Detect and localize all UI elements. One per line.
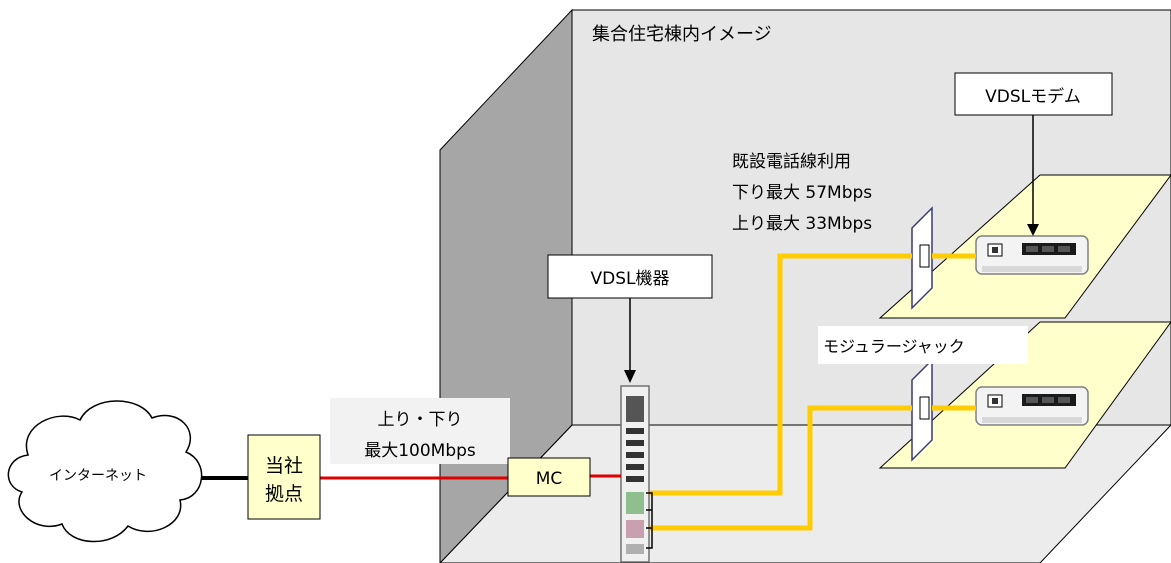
modular-jack-port-upper	[919, 244, 930, 268]
existing-line-text-1: 既設電話線利用	[732, 152, 851, 172]
vdsl-equipment-unit	[620, 385, 650, 563]
vdsl-modem-lower	[975, 386, 1089, 426]
vdsl-port-bracket	[646, 492, 653, 549]
phone-cable-lower	[650, 405, 912, 531]
modular-jack-label: モジュラージャック	[823, 337, 965, 356]
existing-line-text-2: 下り最大 57Mbps	[732, 183, 872, 203]
mc-box	[507, 457, 591, 497]
vdsl-modem-label: VDSLモデム	[985, 86, 1081, 107]
base-label-1: 当社	[265, 455, 303, 477]
vdsl-equipment-arrowhead	[624, 370, 636, 383]
existing-line-text-3: 上り最大 33Mbps	[732, 214, 872, 234]
vdsl-modem-upper	[975, 235, 1089, 275]
vdsl-equipment-label: VDSL機器	[591, 269, 670, 289]
uplink-label-2: 最大100Mbps	[364, 441, 476, 461]
uplink-label-1: 上り・下り	[378, 410, 463, 430]
modular-jack-label-bg	[818, 326, 1028, 364]
internet-label: インターネット	[49, 468, 147, 484]
vdsl-modem-arrowhead	[1027, 224, 1039, 236]
modular-jack-port-lower	[919, 396, 930, 420]
uplink-label-bg	[330, 398, 510, 464]
vdsl-modem-label-box	[954, 72, 1113, 116]
phone-cable-upper	[650, 253, 912, 496]
base-label-2: 拠点	[265, 483, 303, 505]
base-box	[247, 434, 321, 520]
mc-label: MC	[536, 469, 563, 489]
building-title: 集合住宅棟内イメージ	[592, 24, 772, 45]
internet-cloud	[7, 400, 203, 543]
